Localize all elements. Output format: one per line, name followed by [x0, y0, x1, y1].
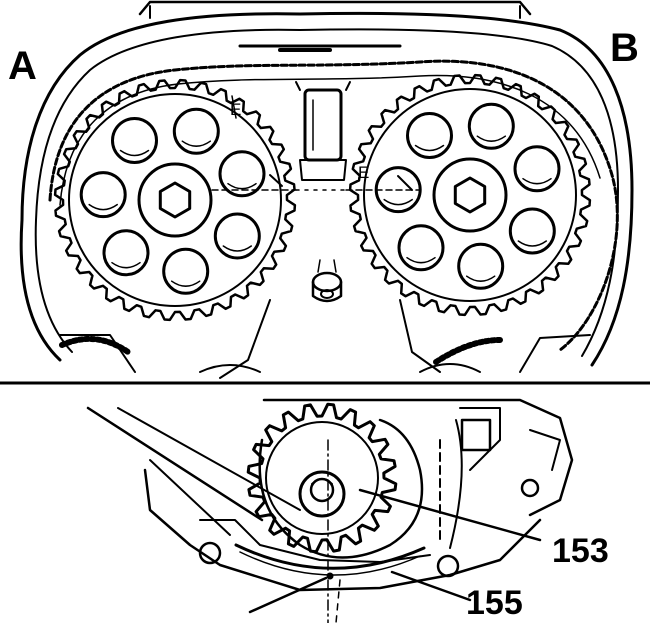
lightening-hole — [467, 102, 515, 150]
leader-lower-left — [248, 576, 328, 614]
sprocket-teeth — [53, 78, 297, 322]
lightening-hole — [406, 112, 453, 159]
stud-bolt — [311, 259, 343, 303]
timing-belt — [48, 59, 619, 352]
sprocket-hub — [432, 157, 508, 233]
belt-cover-outline — [19, 11, 634, 367]
leader-155 — [390, 570, 472, 602]
lightening-hole — [513, 145, 561, 193]
timing-mark-e-left: E — [230, 100, 242, 119]
lightening-hole — [79, 171, 127, 219]
crank-pointer-arc — [234, 543, 426, 570]
lower-crankshaft-view — [86, 398, 574, 623]
hex-bolt — [158, 181, 192, 219]
timing-mark-lines — [211, 95, 421, 191]
label-b: B — [610, 26, 639, 70]
lightening-hole — [162, 247, 210, 295]
sprocket-rim — [265, 421, 379, 535]
label-153: 153 — [552, 532, 609, 570]
lightening-hole — [508, 207, 556, 255]
sprocket-rim — [68, 93, 282, 307]
label-155: 155 — [466, 584, 523, 622]
lightening-hole — [172, 107, 220, 155]
camshaft-sprocket-b — [348, 73, 592, 317]
lightening-hole — [218, 150, 266, 198]
leader-153 — [358, 488, 542, 542]
upper-camshaft-view — [19, 0, 634, 379]
lightening-hole — [457, 242, 505, 290]
label-a: A — [8, 44, 37, 88]
crank-bolt — [298, 470, 346, 518]
lightening-hole — [397, 224, 445, 272]
sprocket-teeth — [348, 73, 592, 317]
timing-mark-e-right: E — [358, 163, 370, 182]
camshaft-sprocket-a — [53, 78, 297, 322]
lightening-hole — [213, 212, 261, 260]
lightening-hole — [111, 117, 158, 164]
sprocket-hub — [137, 162, 213, 238]
lightening-hole — [102, 229, 150, 277]
sprocket-rim — [363, 88, 577, 302]
hex-bolt — [453, 176, 487, 214]
center-tensioner — [303, 88, 343, 162]
